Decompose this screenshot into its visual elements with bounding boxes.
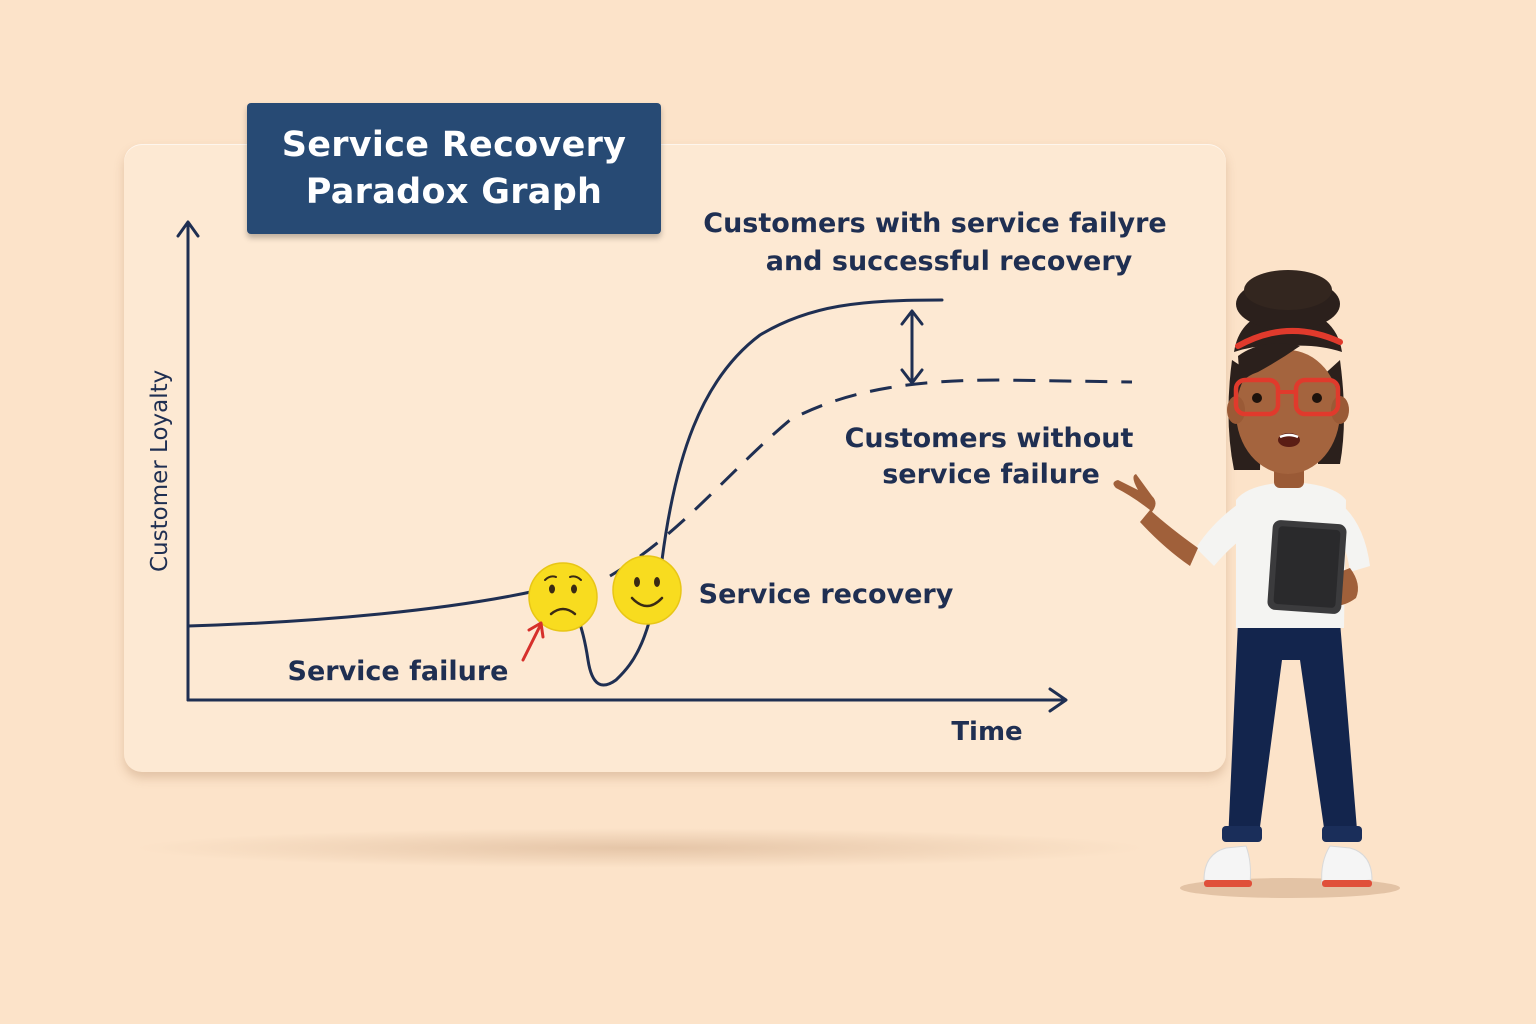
y-axis-arrowhead (176, 220, 200, 238)
service-failure-label: Service failure (288, 656, 509, 687)
axes (176, 220, 1068, 713)
service-recovery-label: Service recovery (699, 579, 954, 610)
happy-face-icon (612, 555, 682, 625)
with-failure-label-line2: and successful recovery (766, 246, 1133, 277)
y-axis-label: Customer Loyalty (147, 370, 173, 572)
no-failure-curve (609, 378, 1133, 578)
with-failure-label-line1: Customers with service failyre (703, 208, 1167, 239)
title-line-1: Service Recovery (281, 124, 627, 165)
x-axis-label: Time (951, 717, 1022, 747)
title-box: Service Recovery Paradox Graph (247, 103, 661, 234)
floor-shadow (130, 828, 1150, 868)
without-failure-label-line1: Customers without (845, 423, 1134, 454)
title-line-2: Paradox Graph (305, 171, 603, 212)
x-axis-arrowhead (1048, 687, 1068, 713)
red-arrow-icon (521, 621, 545, 662)
graph-board (124, 144, 1226, 772)
failure-recovery-curve (186, 298, 944, 687)
sad-face-icon (528, 562, 598, 632)
presenter-character (1113, 270, 1400, 898)
double-arrow-icon (900, 309, 924, 385)
without-failure-label-line2: service failure (882, 459, 1100, 490)
